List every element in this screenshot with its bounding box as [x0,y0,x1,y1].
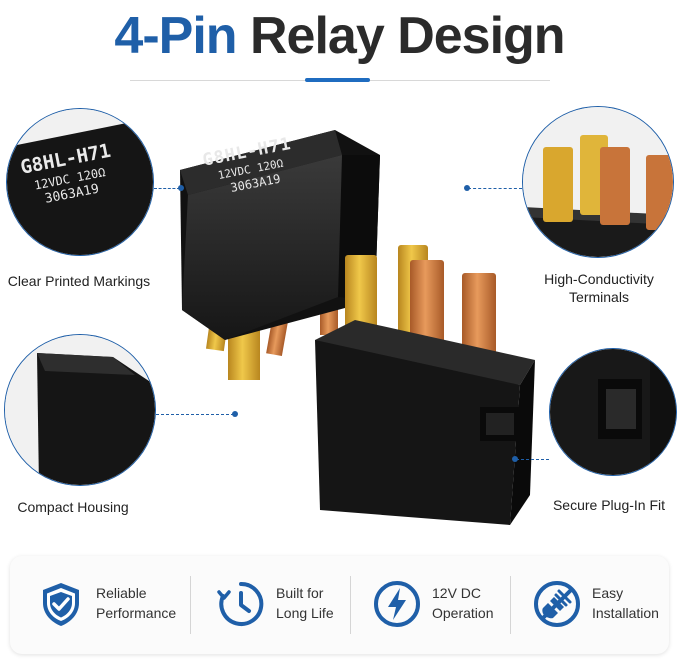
markings-dot [178,185,184,191]
housing-zoom-image [5,335,155,485]
markings-connector [154,188,180,189]
feature-installation-line-2: Installation [592,605,659,621]
plugin-label: Secure Plug-In Fit [552,497,666,513]
terminals-zoom-circle [522,106,674,258]
plugin-dot [512,456,518,462]
feature-12v-line-1: 12V DC [432,585,482,602]
title-rest: Relay Design [236,7,566,65]
plugin-zoom-image [550,349,676,475]
terminals-label-line-2: Terminals [569,289,629,306]
feature-long-life: Built for Long Life [216,574,371,634]
markings-zoom-circle: G8HL-H71 12VDC 120Ω 3063A19 [6,108,154,256]
plug-icon [534,581,580,627]
feature-long-life-line-1: Built for [276,585,324,602]
terminals-dot [464,185,470,191]
title-underline [305,78,370,82]
feature-installation: Easy Installation [532,574,679,634]
plugin-zoom-circle [549,348,677,476]
feature-12v-line-2: Operation [432,605,494,621]
feature-reliable-line-1: Reliable [96,585,147,602]
title-accent: 4-Pin [114,7,237,65]
shield-check-icon [43,583,79,626]
feature-separator [190,576,191,634]
terminals-connector [468,188,522,189]
feature-reliable: Reliable Performance [36,574,191,634]
feature-reliable-line-2: Performance [96,605,177,621]
relay-front [315,245,535,525]
clock-icon [217,581,264,626]
relay-illustration [180,130,535,525]
page-title: 4-Pin Relay Design [0,6,679,66]
markings-zoom-image [7,109,153,255]
housing-connector [156,414,234,415]
housing-dot [232,411,238,417]
housing-zoom-circle [4,334,156,486]
terminals-zoom-image [523,107,673,257]
feature-separator [350,576,351,634]
lightning-bolt-icon [374,581,420,627]
feature-long-life-line-2: Long Life [276,605,334,621]
housing-label: Compact Housing [17,499,129,515]
terminals-label: High-Conductivity Terminals [520,270,678,306]
feature-bar: Reliable Performance Built for Long Life… [10,556,669,654]
feature-separator [510,576,511,634]
markings-label: Clear Printed Markings [7,273,151,289]
feature-installation-line-1: Easy [592,585,624,602]
feature-12v: 12V DC Operation [372,574,527,634]
plugin-connector [516,459,549,460]
terminals-label-line-1: High-Conductivity [544,271,654,287]
